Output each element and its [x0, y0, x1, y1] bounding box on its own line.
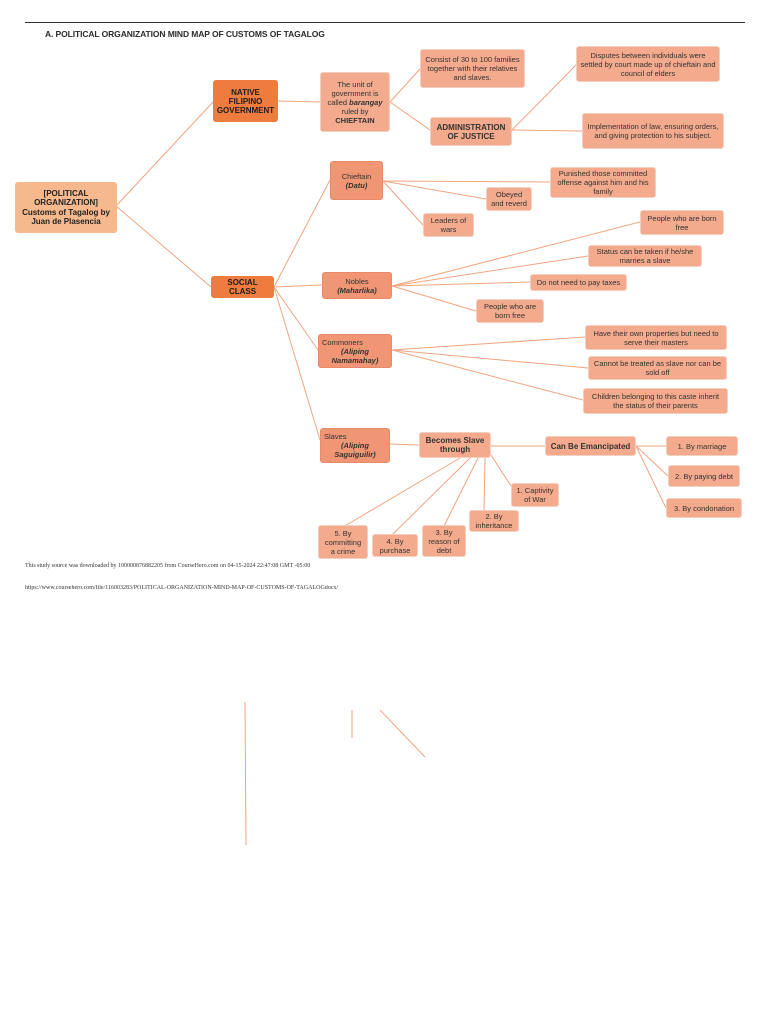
slave-way-purchase: 4. By purchase — [372, 534, 418, 557]
nobles-item-born-free-bottom: People who are born free — [476, 299, 544, 323]
nobles-node: Nobles (Maharlika) — [322, 272, 392, 299]
nobles-term: (Maharlika) — [337, 285, 377, 295]
slaves-term: (Aliping Saguiguilir) — [334, 441, 376, 459]
datu-label: Chieftain — [341, 171, 372, 181]
top-rule — [25, 22, 745, 23]
nobles-item-born-free-top: People who are born free — [640, 210, 724, 235]
commoners-label: Commoners — [322, 337, 363, 347]
chieftain-term: CHIEFTAIN — [335, 115, 375, 125]
punished-node: Punished those committed offense against… — [550, 167, 656, 198]
commoners-item-not-slave: Cannot be treated as slave nor can be so… — [588, 356, 727, 380]
slave-way-captivity: 1. Captivity of War — [511, 483, 559, 507]
unit-ruled-by: ruled by — [341, 106, 369, 116]
slaves-node: Slaves (Aliping Saguiguilir) — [320, 428, 390, 463]
social-class-node: SOCIAL CLASS — [211, 276, 274, 298]
commoners-item-properties: Have their own properties but need to se… — [585, 325, 727, 350]
slave-way-crime: 5. By committing a crime — [318, 525, 368, 559]
native-government-node: NATIVE FILIPINO GOVERNMENT — [213, 80, 278, 122]
leaders-node: Leaders of wars — [423, 213, 474, 237]
commoners-item-children: Children belonging to this caste inherit… — [583, 388, 728, 414]
disputes-node: Disputes between individuals were settle… — [576, 46, 720, 82]
barangay-term: barangay — [349, 97, 383, 107]
slaves-label: Slaves — [324, 432, 347, 441]
emancipate-condonation: 3. By condonation — [666, 498, 742, 518]
slave-way-debt: 3. By reason of debt — [422, 525, 466, 557]
nobles-label: Nobles — [345, 276, 369, 286]
implementation-node: Implementation of law, ensuring orders, … — [582, 113, 724, 149]
commoners-term: (Aliping Namamahay) — [331, 346, 379, 365]
barangay-unit-node: The unit of government is called baranga… — [320, 72, 390, 132]
page-title: A. POLITICAL ORGANIZATION MIND MAP OF CU… — [45, 29, 325, 39]
can-be-emancipated-node: Can Be Emancipated — [545, 436, 636, 456]
obeyed-node: Obeyed and reverd — [486, 187, 532, 211]
slave-way-inheritance: 2. By inheritance — [469, 510, 519, 532]
unit-prefix: The unit of government is called — [327, 79, 379, 107]
families-node: Consist of 30 to 100 families together w… — [420, 49, 525, 88]
nobles-item-taxes: Do not need to pay taxes — [530, 274, 627, 291]
emancipate-paying-debt: 2. By paying debt — [668, 465, 740, 487]
datu-term: (Datu) — [345, 180, 368, 190]
root-node: [POLITICAL ORGANIZATION] Customs of Taga… — [15, 182, 117, 233]
administration-of-justice-node: ADMINISTRATION OF JUSTICE — [430, 117, 512, 146]
source-url: https://www.coursehero.com/file/11600328… — [25, 585, 339, 590]
chieftain-datu-node: Chieftain (Datu) — [330, 161, 383, 200]
emancipate-marriage: 1. By marriage — [666, 436, 738, 456]
becomes-slave-node: Becomes Slave through — [419, 432, 491, 458]
download-notice: This study source was downloaded by 1000… — [25, 563, 311, 569]
nobles-item-status: Status can be taken if he/she marries a … — [588, 245, 702, 267]
commoners-node: Commoners (Aliping Namamahay) — [318, 334, 392, 368]
